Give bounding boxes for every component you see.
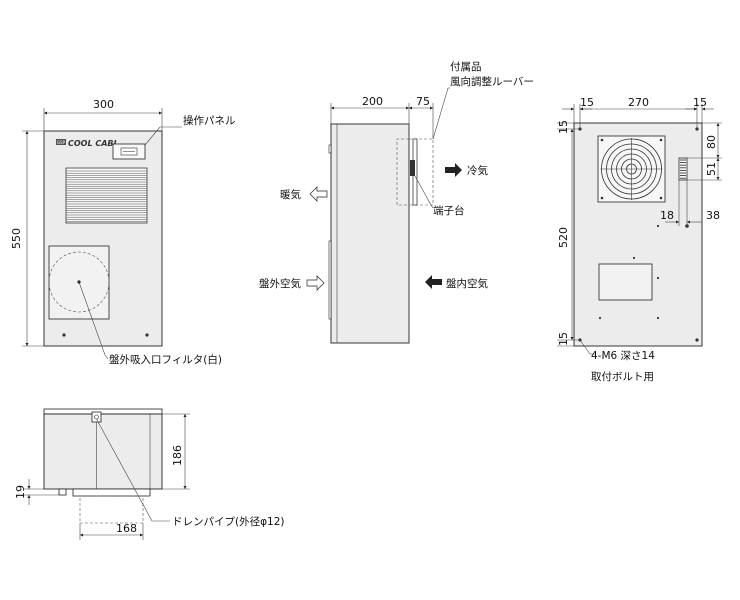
connector bbox=[678, 157, 688, 181]
bottom-flange bbox=[72, 488, 151, 497]
cold-air-label: 冷気 bbox=[467, 164, 488, 177]
side-protrusion-dim: 75 bbox=[416, 95, 430, 108]
accessory-label: 付属品 bbox=[450, 60, 482, 73]
inside-air-label: 盤内空気 bbox=[446, 277, 488, 290]
side-view: 200 75 付属品 風向調整ルーバー 冷気 暖気 盤外空気 盤内空気 端子台 bbox=[259, 60, 534, 344]
inside-air-arrow bbox=[425, 275, 442, 289]
bottom-height-dim: 186 bbox=[171, 445, 184, 466]
bottom-unit-body bbox=[43, 413, 163, 490]
brand-logo: COOL CABI bbox=[68, 139, 117, 148]
front-view: GSP COOL CABI 300 550 操作パネル 盤外吸入口フィルタ(白) bbox=[10, 98, 236, 366]
outside-air-label: 盤外空気 bbox=[259, 277, 301, 290]
right-upper-dim: 80 bbox=[705, 135, 718, 149]
drain-fitting bbox=[58, 488, 67, 496]
operation-panel-label: 操作パネル bbox=[183, 114, 236, 127]
drain-offset-dim: 19 bbox=[14, 485, 27, 499]
warm-air-label: 暖気 bbox=[280, 188, 301, 201]
top-right-dim: 15 bbox=[693, 96, 707, 109]
fan-outline bbox=[48, 251, 110, 313]
drain-pipe-label: ドレンパイプ(外径φ12) bbox=[172, 515, 284, 528]
internal-section bbox=[396, 138, 409, 206]
side-depth-dim: 200 bbox=[362, 95, 383, 108]
terminal-label: 端子台 bbox=[433, 204, 465, 217]
right-lower-dim: 51 bbox=[705, 162, 718, 176]
mounting-view: 15 270 15 15 520 15 80 51 18 38 4-M6 深さ1… bbox=[557, 96, 722, 383]
mount-hole bbox=[695, 338, 699, 342]
exhaust-grille bbox=[65, 167, 148, 224]
left-mid-dim: 520 bbox=[557, 227, 570, 248]
brand-badge-text: GSP bbox=[57, 140, 66, 145]
front-width-dim: 300 bbox=[93, 98, 114, 111]
intake-filter-label: 盤外吸入口フィルタ(白) bbox=[109, 353, 222, 366]
intake-duct bbox=[79, 495, 144, 524]
side-unit-body bbox=[330, 123, 410, 344]
left-top-dim: 15 bbox=[557, 120, 570, 134]
small-right-dim: 38 bbox=[706, 209, 720, 222]
brand-badge bbox=[56, 139, 66, 145]
bolt-spec: 4-M6 深さ14 bbox=[591, 350, 655, 362]
terminal-block bbox=[410, 160, 415, 176]
cold-air-arrow bbox=[445, 163, 462, 177]
fan-guard bbox=[600, 138, 663, 200]
small-left-dim: 18 bbox=[660, 209, 674, 222]
louver-label: 風向調整ルーバー bbox=[450, 75, 534, 88]
lower-opening bbox=[598, 263, 653, 301]
warm-air-arrow bbox=[309, 186, 328, 202]
outside-air-arrow bbox=[306, 275, 325, 291]
drain-width-dim: 168 bbox=[116, 522, 137, 535]
top-mid-dim: 270 bbox=[628, 96, 649, 109]
bottom-top-lip bbox=[43, 408, 163, 415]
bolt-note: 取付ボルト用 bbox=[591, 370, 654, 383]
top-left-dim: 15 bbox=[580, 96, 594, 109]
left-bottom-dim: 15 bbox=[557, 332, 570, 346]
front-height-dim: 550 bbox=[10, 228, 23, 249]
bottom-view: 186 19 168 ドレンパイプ(外径φ12) bbox=[14, 408, 284, 540]
